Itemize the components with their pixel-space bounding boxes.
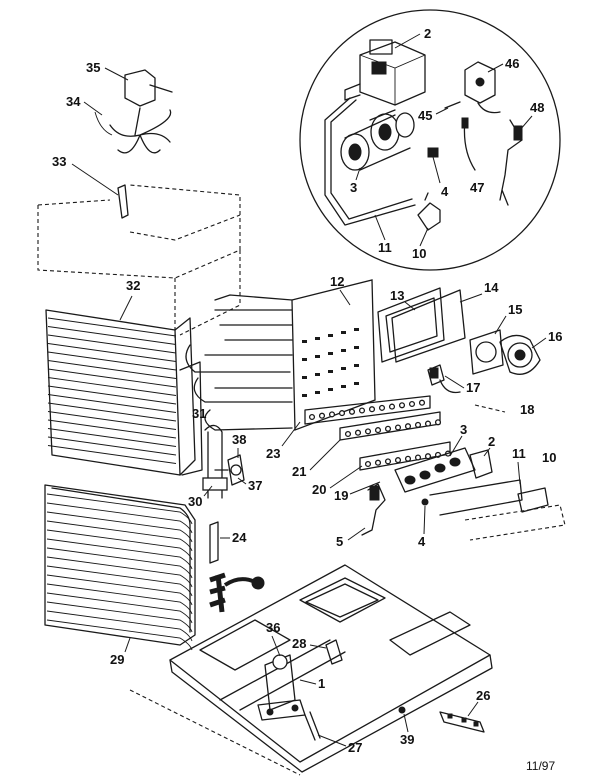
callout-11: 11 [378, 240, 392, 255]
callout-16: 16 [548, 329, 562, 344]
callout-1: 1 [318, 676, 325, 691]
callout-14: 14 [484, 280, 499, 295]
gas-pipe-part [324, 97, 416, 226]
callout-26: 26 [476, 688, 490, 703]
callout-32: 32 [126, 278, 140, 293]
valve-38-part [227, 454, 245, 486]
orifice-part [427, 147, 441, 184]
callout-30: 30 [188, 494, 202, 509]
callout-35: 35 [86, 60, 100, 75]
callout-29: 29 [110, 652, 124, 667]
pilot-part [464, 61, 501, 114]
part-26 [439, 711, 485, 733]
callout-12: 12 [330, 274, 344, 289]
condenser-coil-part [45, 309, 196, 476]
callout-4-mid: 4 [418, 534, 426, 549]
callout-47: 47 [470, 180, 484, 195]
callout-23: 23 [266, 446, 280, 461]
inducer-motor-part [499, 334, 541, 375]
callout-21: 21 [292, 464, 306, 479]
fan-motor-part [124, 69, 173, 107]
callout-31: 31 [192, 406, 206, 421]
wraparound-coil-part [44, 484, 196, 651]
callout-37: 37 [248, 478, 262, 493]
partition-panel-part [291, 279, 376, 431]
pilot-tube-part [444, 101, 476, 171]
callout-24: 24 [232, 530, 247, 545]
burner-shield-part [304, 395, 452, 471]
fan-guard-bracket-part [117, 184, 129, 219]
pressure-switch-part [427, 364, 461, 394]
vent-gasket-part [377, 287, 466, 363]
callout-28: 28 [292, 636, 306, 651]
burner-part [340, 109, 415, 171]
fan-assembly: 35 34 33 [52, 60, 173, 219]
bracket-mid-part [517, 487, 549, 513]
base-pan-part [129, 564, 493, 776]
gas-valve-part [344, 39, 426, 106]
wiring-harness-part [209, 572, 265, 613]
hose-part [474, 404, 506, 413]
callout-18: 18 [520, 402, 534, 417]
callout-17: 17 [466, 380, 480, 395]
callout-36: 36 [266, 620, 280, 635]
part-28 [325, 639, 343, 665]
callout-2: 2 [424, 26, 431, 41]
callout-19: 19 [334, 488, 348, 503]
callout-33: 33 [52, 154, 66, 169]
callout-2-mid: 2 [488, 434, 495, 449]
top-housing-outline [37, 184, 241, 340]
callout-39: 39 [400, 732, 414, 747]
gas-valve-inset: 2 46 45 48 3 4 47 11 10 [299, 9, 561, 271]
callout-10: 10 [412, 246, 426, 261]
coil-end-plate-part [179, 361, 203, 476]
callout-38: 38 [232, 432, 246, 447]
burner-assembly-part [394, 447, 523, 516]
callout-48: 48 [530, 100, 544, 115]
callout-15: 15 [508, 302, 522, 317]
callout-20: 20 [312, 482, 326, 497]
callout-45: 45 [418, 108, 432, 123]
callout-13: 13 [390, 288, 404, 303]
callout-4: 4 [441, 184, 449, 199]
callout-10-mid: 10 [542, 450, 556, 465]
callout-3-mid: 3 [460, 422, 467, 437]
callout-34: 34 [66, 94, 81, 109]
tube-bracket-part [209, 521, 219, 564]
part-27 [304, 711, 321, 741]
date-code: 11/97 [526, 759, 555, 773]
callout-46: 46 [505, 56, 519, 71]
fan-blade-part [109, 107, 172, 154]
inducer-plate-part [469, 329, 504, 375]
heat-exchanger-part [185, 294, 293, 431]
callout-11-mid: 11 [512, 446, 526, 461]
callout-3: 3 [350, 180, 357, 195]
bracket-part [417, 192, 441, 231]
callout-5: 5 [336, 534, 343, 549]
callout-27: 27 [348, 740, 362, 755]
igniter-part [361, 483, 386, 536]
